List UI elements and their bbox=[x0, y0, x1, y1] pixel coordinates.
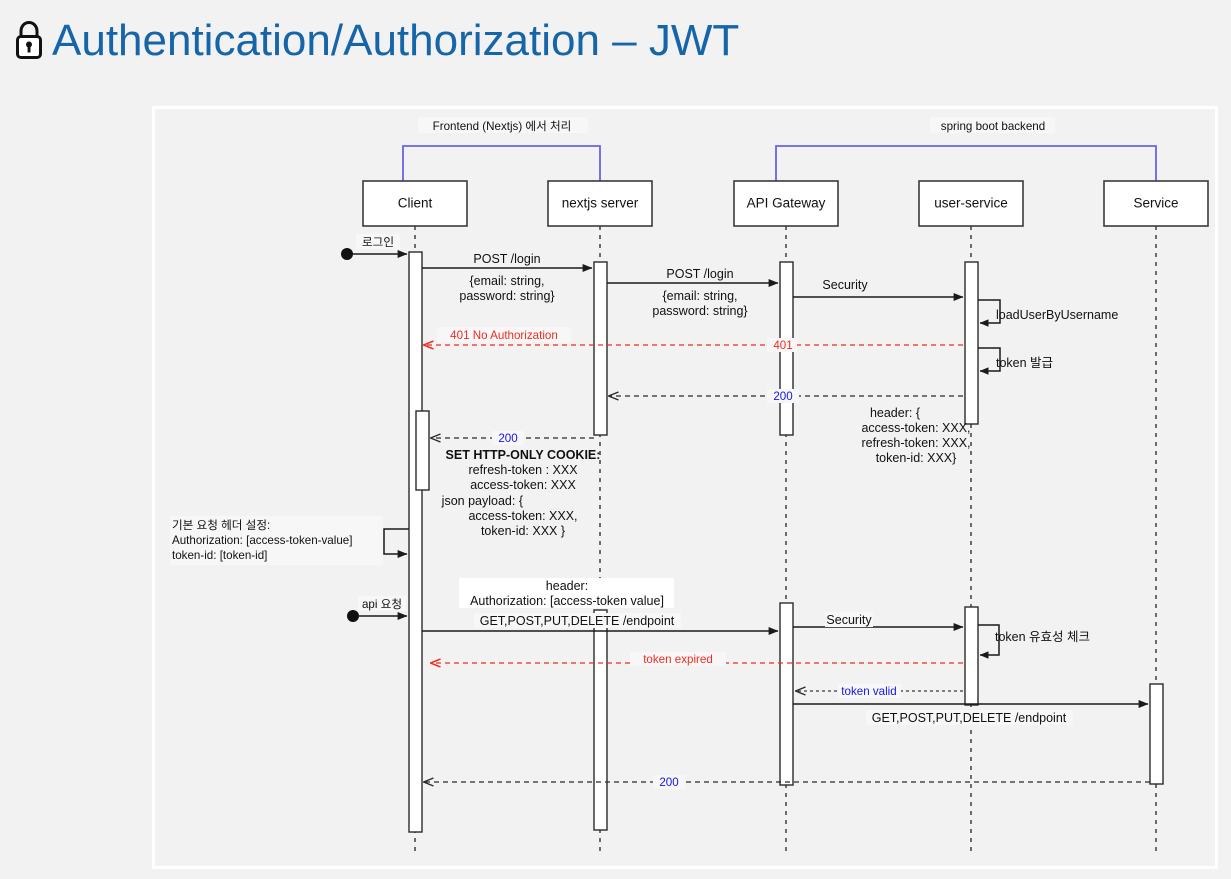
message-token-validity-check: token 유효성 체크 bbox=[978, 624, 1090, 659]
activation-gateway-2 bbox=[779, 602, 794, 786]
start-dot-login bbox=[341, 248, 353, 260]
message-label-token-issue: token 발급 bbox=[996, 356, 1053, 370]
note-header-title: header bbox=[870, 406, 909, 420]
message-401-no-authorization: 401 401 No Authorization bbox=[424, 327, 963, 352]
note-header-l1: access-token: XXX, bbox=[861, 421, 970, 435]
note-cookie-l4: token-id: XXX } bbox=[481, 524, 565, 538]
lock-icon bbox=[12, 19, 46, 63]
message-label-200-code-3: 200 bbox=[659, 776, 678, 789]
group-bracket-backend: spring boot backend bbox=[775, 117, 1157, 181]
message-load-user-by-username: loadUserByUsername bbox=[978, 299, 1118, 327]
group-label-frontend: Frontend (Nextjs) 에서 처리 bbox=[433, 120, 572, 133]
message-login: 로그인 bbox=[341, 234, 408, 260]
message-label-api-request: api 요청 bbox=[362, 598, 402, 611]
message-token-issue: token 발급 bbox=[978, 347, 1053, 375]
note-set-http-only-cookie: SET HTTP-ONLY COOKIE: refresh-token : XX… bbox=[441, 448, 601, 538]
note-client-header-l3: token-id: [token-id] bbox=[172, 549, 267, 562]
message-body-line2-2: password: string} bbox=[652, 304, 747, 318]
message-security-2: Security bbox=[793, 612, 964, 631]
note-cookie-l1: refresh-token : XXX bbox=[468, 463, 578, 477]
message-api-request: api 요청 bbox=[347, 596, 408, 622]
message-default-request-header: 기본 요청 헤더 설정: Authorization: [access-toke… bbox=[170, 516, 409, 565]
participant-service[interactable]: Service bbox=[1103, 180, 1209, 227]
message-label-load-user: loadUserByUsername bbox=[996, 308, 1118, 322]
message-token-expired: token expired bbox=[431, 652, 963, 666]
note-api-header-l2: Authorization: [access-token value] bbox=[470, 594, 664, 608]
message-label-endpoint-2: GET,POST,PUT,DELETE /endpoint bbox=[872, 711, 1067, 725]
message-200-userservice-to-nextjs: 200 bbox=[609, 389, 963, 403]
participant-nextjs-server[interactable]: nextjs server bbox=[547, 180, 653, 227]
note-api-header-l1: header: bbox=[546, 579, 588, 593]
message-post-login-1: POST /login {email: string, password: st… bbox=[422, 252, 593, 303]
message-label-post-login-2: POST /login bbox=[666, 267, 733, 281]
message-label-security-2: Security bbox=[826, 613, 872, 627]
note-header-l2: refresh-token: XXX, bbox=[861, 436, 970, 450]
note-header-open: : { bbox=[909, 406, 920, 420]
group-bracket-frontend: Frontend (Nextjs) 에서 처리 bbox=[402, 117, 601, 181]
note-client-header-l1: 기본 요청 헤더 설정: bbox=[172, 519, 270, 532]
page-title-text: Authentication/Authorization – JWT bbox=[52, 16, 740, 65]
activation-bars bbox=[408, 251, 1164, 833]
message-body-line1-1: {email: string, bbox=[469, 274, 544, 288]
note-header-l3: token-id: XXX} bbox=[876, 451, 957, 465]
message-label-post-login-1: POST /login bbox=[473, 252, 540, 266]
message-token-valid: token valid bbox=[796, 684, 963, 698]
message-security-1: Security bbox=[793, 278, 964, 301]
page-title: Authentication/Authorization – JWT bbox=[12, 10, 739, 72]
diagram-frame bbox=[152, 106, 1218, 869]
message-endpoint-client-to-gateway: header: Authorization: [access-token val… bbox=[422, 578, 779, 635]
note-cookie-json-label: json payload bbox=[441, 494, 512, 508]
note-cookie-title: SET HTTP-ONLY COOKIE: bbox=[446, 448, 601, 462]
activation-client-nested bbox=[415, 410, 430, 491]
note-cookie-l2: access-token: XXX bbox=[470, 478, 576, 492]
note-cookie-json-open: : { bbox=[512, 494, 523, 508]
message-label-200-code-2: 200 bbox=[498, 432, 517, 445]
message-label-token-check: token 유효성 체크 bbox=[995, 630, 1090, 644]
svg-text:header: {: header: { bbox=[870, 406, 920, 420]
message-endpoint-gateway-to-service: GET,POST,PUT,DELETE /endpoint bbox=[793, 700, 1149, 725]
message-label-security-1: Security bbox=[822, 278, 868, 292]
activation-client-main bbox=[408, 251, 423, 833]
message-body-line2-1: password: string} bbox=[459, 289, 554, 303]
participant-label-userservice: user-service bbox=[934, 196, 1008, 211]
participant-label-nextjs: nextjs server bbox=[562, 196, 639, 211]
activation-userservice-2 bbox=[964, 606, 979, 706]
message-label-token-expired: token expired bbox=[643, 653, 713, 666]
note-cookie-l3: access-token: XXX, bbox=[468, 509, 577, 523]
activation-nextjs-2 bbox=[593, 609, 608, 831]
note-gateway-header: header: { access-token: XXX, refresh-tok… bbox=[861, 406, 970, 465]
message-body-line1-2: {email: string, bbox=[662, 289, 737, 303]
group-label-backend: spring boot backend bbox=[941, 120, 1045, 133]
participant-label-service: Service bbox=[1133, 196, 1178, 211]
activation-service-1 bbox=[1149, 683, 1164, 785]
message-label-login: 로그인 bbox=[362, 236, 394, 249]
svg-text:json payload: {: json payload: { bbox=[441, 494, 523, 508]
participant-label-client: Client bbox=[398, 196, 433, 211]
message-200-nextjs-to-client: 200 bbox=[431, 431, 594, 445]
participant-client[interactable]: Client bbox=[362, 180, 468, 227]
message-label-401-text: 401 No Authorization bbox=[450, 329, 558, 342]
participant-label-gateway: API Gateway bbox=[747, 196, 826, 211]
message-label-endpoint-1: GET,POST,PUT,DELETE /endpoint bbox=[480, 614, 675, 628]
message-200-service-to-client: 200 bbox=[424, 775, 1150, 789]
message-label-200-code-1: 200 bbox=[773, 390, 792, 403]
start-dot-api-request bbox=[347, 610, 359, 622]
activation-nextjs-1 bbox=[593, 261, 608, 436]
message-post-login-2: POST /login {email: string, password: st… bbox=[607, 267, 779, 318]
activation-userservice-1 bbox=[964, 261, 979, 425]
note-client-header-l2: Authorization: [access-token-value] bbox=[172, 534, 352, 547]
message-label-token-valid: token valid bbox=[841, 685, 896, 698]
participant-user-service[interactable]: user-service bbox=[918, 180, 1024, 227]
message-label-401-code: 401 bbox=[773, 339, 792, 352]
participant-api-gateway[interactable]: API Gateway bbox=[733, 180, 839, 227]
